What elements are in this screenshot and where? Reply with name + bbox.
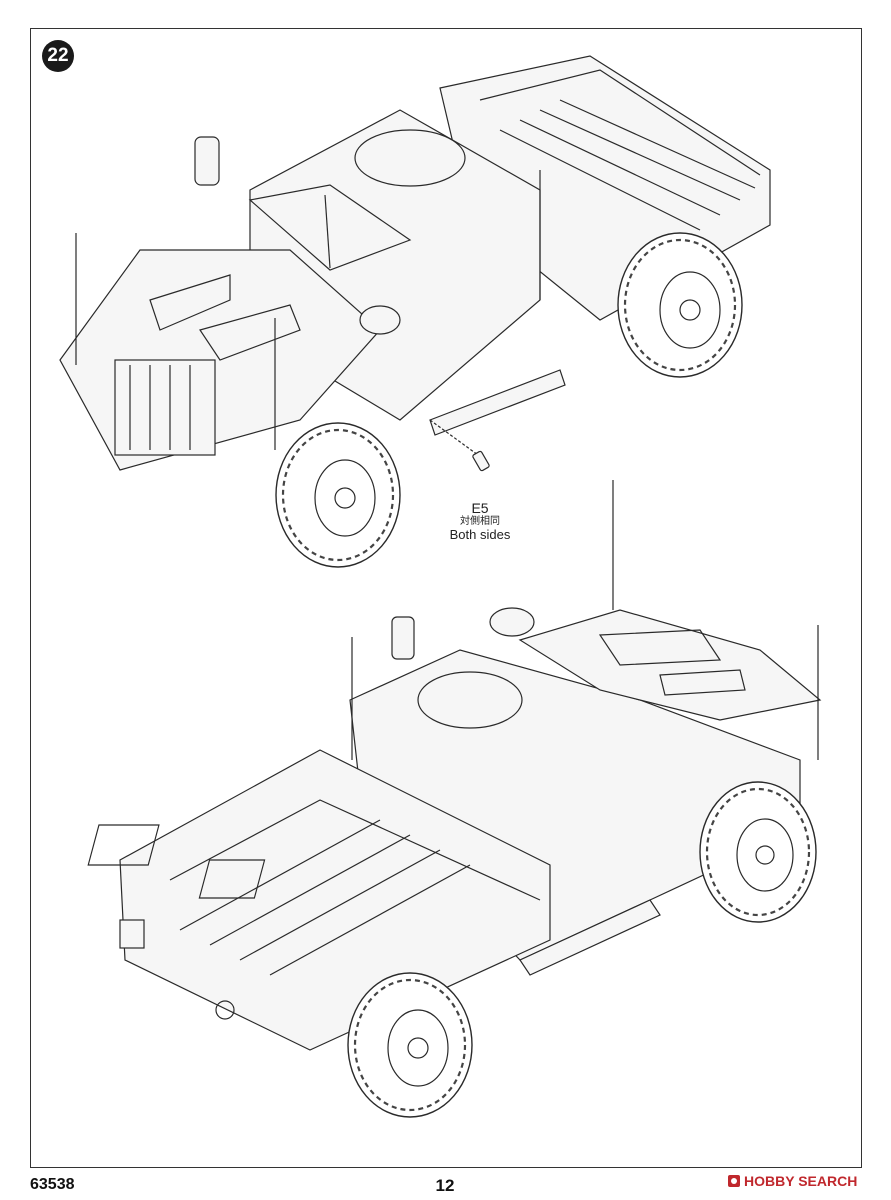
roof-hatch bbox=[354, 129, 466, 187]
side-step bbox=[429, 369, 566, 436]
rear-wheel bbox=[617, 232, 743, 378]
watermark-text: HOBBY SEARCH bbox=[744, 1173, 858, 1189]
grille bbox=[114, 359, 216, 456]
page-number: 12 bbox=[435, 1176, 455, 1195]
roof-hatch bbox=[417, 671, 523, 729]
vehicle-rear-view bbox=[87, 480, 822, 1118]
vehicle-front-view bbox=[59, 55, 771, 568]
step-number-badge: 22 bbox=[42, 40, 74, 72]
side-step bbox=[519, 899, 661, 976]
part-callout: E5 対側相同 Both sides bbox=[430, 500, 530, 543]
tow-hook bbox=[215, 1000, 235, 1020]
page-frame bbox=[30, 28, 862, 1168]
side-mirror bbox=[194, 136, 220, 186]
note-english: Both sides bbox=[449, 526, 511, 542]
spare-drum bbox=[489, 607, 535, 637]
front-wheel bbox=[275, 422, 401, 568]
spare-drum bbox=[359, 305, 401, 335]
watermark-logo-icon bbox=[728, 1175, 740, 1187]
cargo-bed bbox=[119, 749, 551, 1051]
rear-wheel bbox=[347, 972, 473, 1118]
side-mirror bbox=[391, 616, 415, 660]
step-number: 22 bbox=[47, 45, 69, 66]
part-e5-icon bbox=[472, 450, 490, 472]
tail-light bbox=[119, 919, 145, 949]
front-wheel bbox=[699, 781, 817, 923]
product-code: 63538 bbox=[30, 1176, 75, 1193]
note-chinese: 対側相同 bbox=[460, 516, 500, 528]
watermark: HOBBY SEARCH bbox=[728, 1173, 857, 1189]
hood bbox=[518, 609, 822, 721]
part-id-label: E5 bbox=[471, 500, 489, 516]
